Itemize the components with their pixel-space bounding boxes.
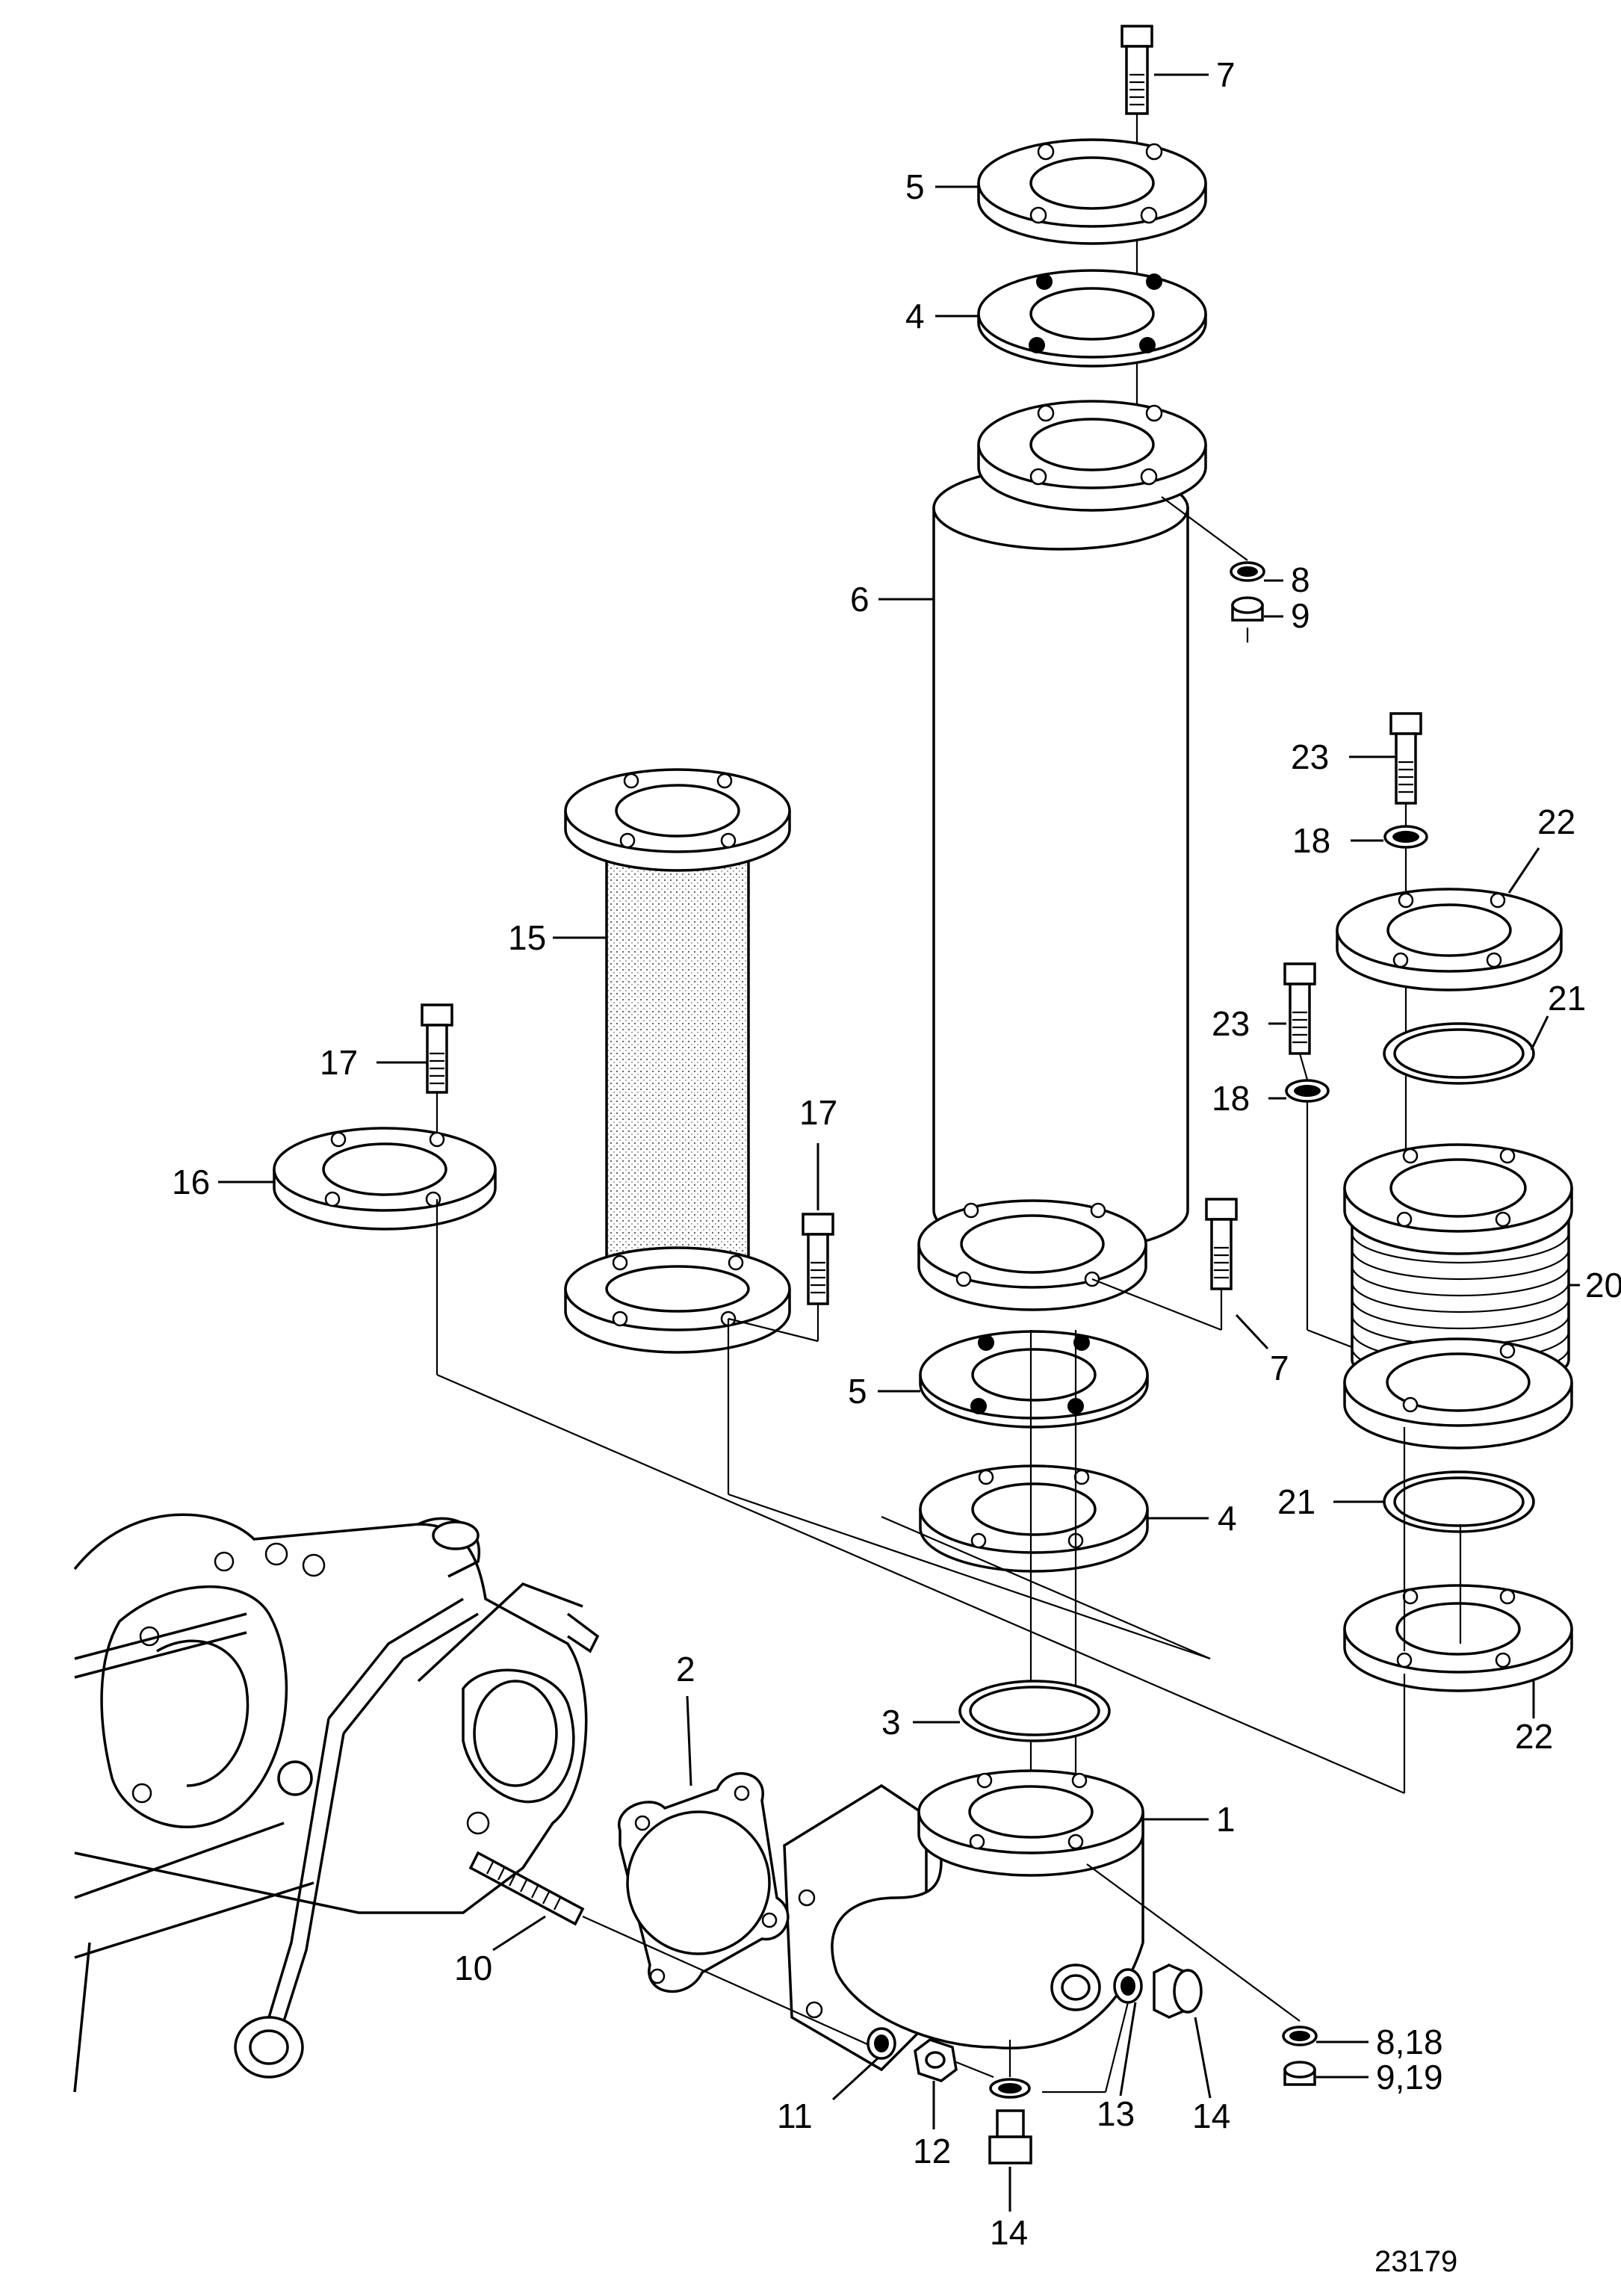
callout-14-side: 14 [1192,2097,1230,2135]
callout-22-bottom: 22 [1515,1717,1553,1756]
callout-17-left: 17 [320,1043,358,1082]
exhaust-elbow-1 [783,1769,1144,2072]
callout-8-top: 8 [1291,560,1310,599]
callout-23-middle: 23 [1212,1004,1250,1043]
flange-22-top [1336,888,1563,991]
callout-4-lower: 4 [1218,1499,1237,1538]
washer-13-bottom [989,2078,1031,2099]
callout-12: 12 [913,2132,951,2170]
callout-22-top: 22 [1537,802,1575,841]
gasket-4-top [977,269,1207,368]
callout-11: 11 [777,2097,813,2135]
callout-5-lower: 5 [848,1372,867,1411]
washer-8-top [1230,561,1265,582]
seal-ring-21-bottom [1383,1470,1535,1533]
bolt-17-left [421,1003,453,1094]
washer-18-top [1383,825,1428,849]
callout-9-top: 9 [1291,596,1310,635]
washer-18-middle [1285,1079,1330,1103]
bolt-17-middle [802,1213,834,1305]
nut-9-top [1231,596,1264,622]
callout-18-top: 18 [1292,821,1330,860]
stud-10 [468,1851,585,1926]
callout-10: 10 [454,1949,492,1987]
nut-9-19-lower [1283,2061,1316,2086]
callout-23-top: 23 [1291,737,1329,776]
flange-5-top [977,138,1207,245]
leader-lines [218,73,1580,2212]
callout-17-middle: 17 [799,1093,837,1132]
plug-14-side [1153,1964,1203,2019]
callout-4-top: 4 [905,297,925,335]
plug-14-bottom [988,2109,1032,2165]
callout-7-top: 7 [1216,55,1236,94]
callout-14-bottom: 14 [990,2213,1028,2252]
gasket-5-lower [919,1330,1149,1429]
callout-6: 6 [850,580,870,619]
callout-7-lower: 7 [1270,1349,1289,1387]
callout-13: 13 [1097,2094,1135,2133]
callout-15: 15 [508,918,546,957]
callout-20: 20 [1585,1266,1621,1305]
callout-1: 1 [1216,1800,1236,1839]
callout-21-bottom: 21 [1277,1482,1315,1521]
callout-5-top: 5 [905,167,925,206]
callout-21-top: 21 [1548,979,1586,1018]
callout-16: 16 [172,1163,210,1201]
washer-13-side [1113,1968,1143,2004]
silencer-6 [917,400,1207,1311]
flange-16 [273,1127,497,1231]
callout-2: 2 [676,1650,695,1689]
bolt-7-lower [1205,1198,1238,1290]
figure-number: 23179 [1374,2245,1457,2278]
seal-ring-21-top [1383,1022,1535,1085]
bellows-20 [1343,1143,1573,1449]
callout-9-19: 9,19 [1376,2058,1443,2097]
flange-4-lower [919,1464,1149,1573]
callout-8-18: 8,18 [1376,2023,1443,2061]
bolt-23-middle [1283,962,1316,1055]
bolt-23-top [1389,712,1422,805]
flexible-pipe-15 [564,768,791,1354]
bolt-7-top [1121,25,1153,115]
flange-22-bottom [1343,1584,1573,1692]
nut-12 [914,2038,958,2082]
callout-18-middle: 18 [1212,1079,1250,1118]
callout-3: 3 [881,1703,901,1742]
gasket-2 [617,1771,790,1993]
washer-8-18-lower [1282,2026,1318,2046]
seal-ring-3 [958,1680,1111,1742]
washer-11 [867,2027,896,2060]
turbo-housing [73,1513,600,2093]
callout-labels: 7 5 4 6 8 9 23 18 22 15 21 23 18 17 17 1… [172,55,1621,2278]
